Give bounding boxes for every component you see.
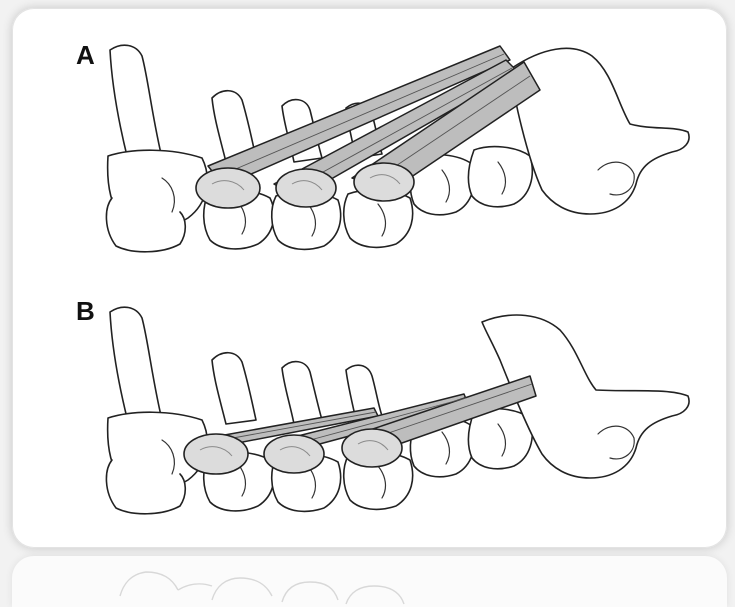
panel-b-illustration — [12, 8, 727, 548]
figure-card: A B — [12, 8, 727, 548]
panel-label-a: A — [76, 42, 95, 68]
reflection-outline — [12, 556, 727, 607]
panel-label-b: B — [76, 298, 95, 324]
card-reflection — [12, 556, 727, 607]
implant-discs-b — [184, 429, 402, 474]
